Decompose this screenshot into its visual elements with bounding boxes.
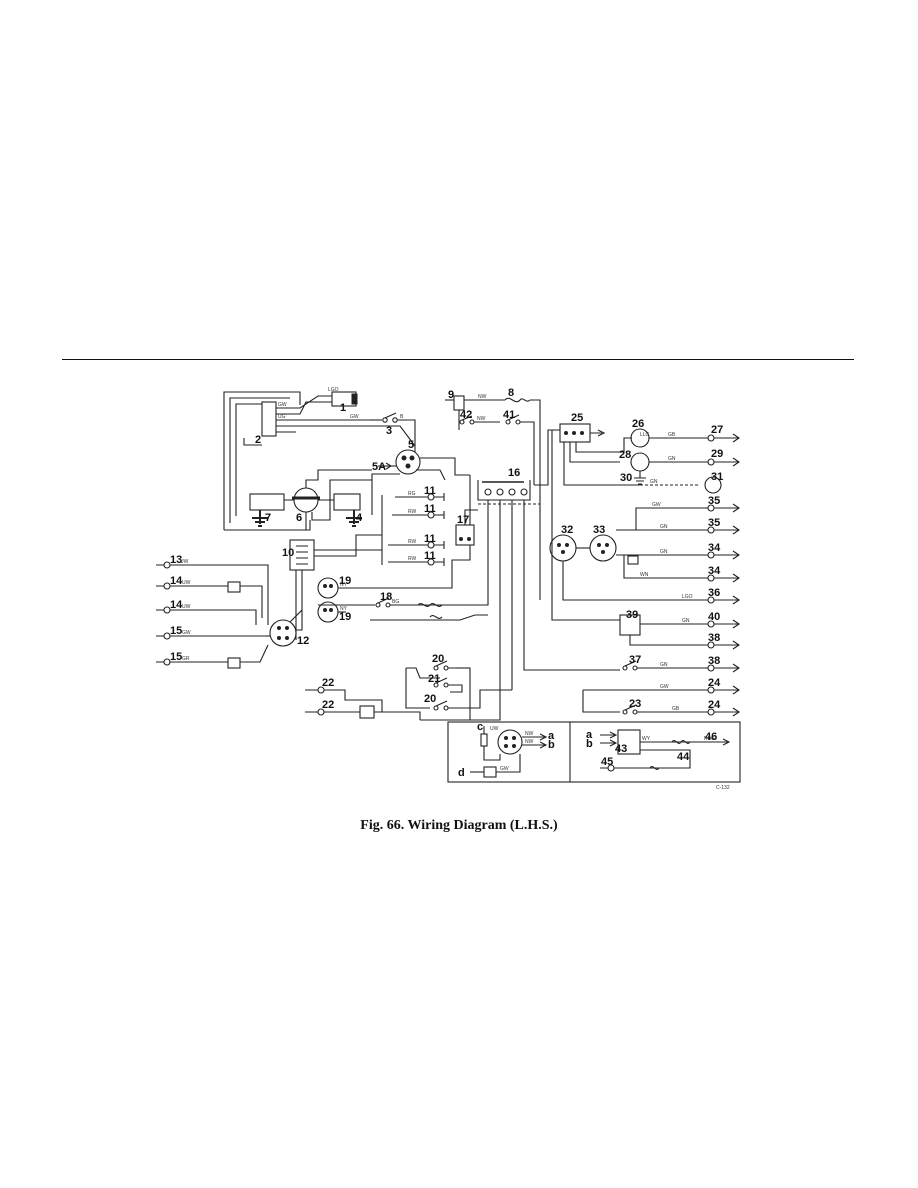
right-lamp-group bbox=[620, 433, 740, 717]
component-26-body bbox=[630, 428, 650, 448]
figure-caption: Fig. 66. Wiring Diagram (L.H.S.) bbox=[360, 818, 558, 833]
component-8-coil bbox=[504, 397, 531, 403]
connector-22 bbox=[359, 705, 375, 719]
inset-frame bbox=[447, 721, 741, 783]
component-4-body bbox=[333, 493, 361, 511]
inset-connector-d bbox=[483, 766, 497, 778]
component-9-body bbox=[453, 395, 465, 411]
connector-15b bbox=[227, 657, 241, 669]
component-6-body bbox=[293, 487, 319, 513]
left-lamp-group bbox=[156, 561, 180, 666]
component-28-body bbox=[630, 452, 650, 472]
lamp-group-11 bbox=[420, 493, 445, 566]
component-12-switch bbox=[269, 619, 297, 647]
component-39-body bbox=[619, 614, 641, 636]
component-7-body bbox=[249, 493, 285, 511]
horizontal-rule bbox=[62, 359, 854, 360]
component-19-upper bbox=[317, 577, 339, 599]
component-10-body bbox=[289, 539, 315, 571]
component-17-body bbox=[455, 524, 475, 546]
component-2-body bbox=[261, 401, 277, 437]
inset-component-12 bbox=[497, 729, 523, 755]
component-32-gauge bbox=[549, 534, 577, 562]
inset-component-43 bbox=[617, 729, 641, 755]
component-1-terminal bbox=[351, 393, 358, 405]
connector-14a bbox=[227, 581, 241, 593]
component-33-gauge bbox=[589, 534, 617, 562]
connector-34 bbox=[627, 555, 639, 565]
inset-connector-c bbox=[480, 733, 488, 747]
component-5-switch bbox=[395, 449, 421, 475]
